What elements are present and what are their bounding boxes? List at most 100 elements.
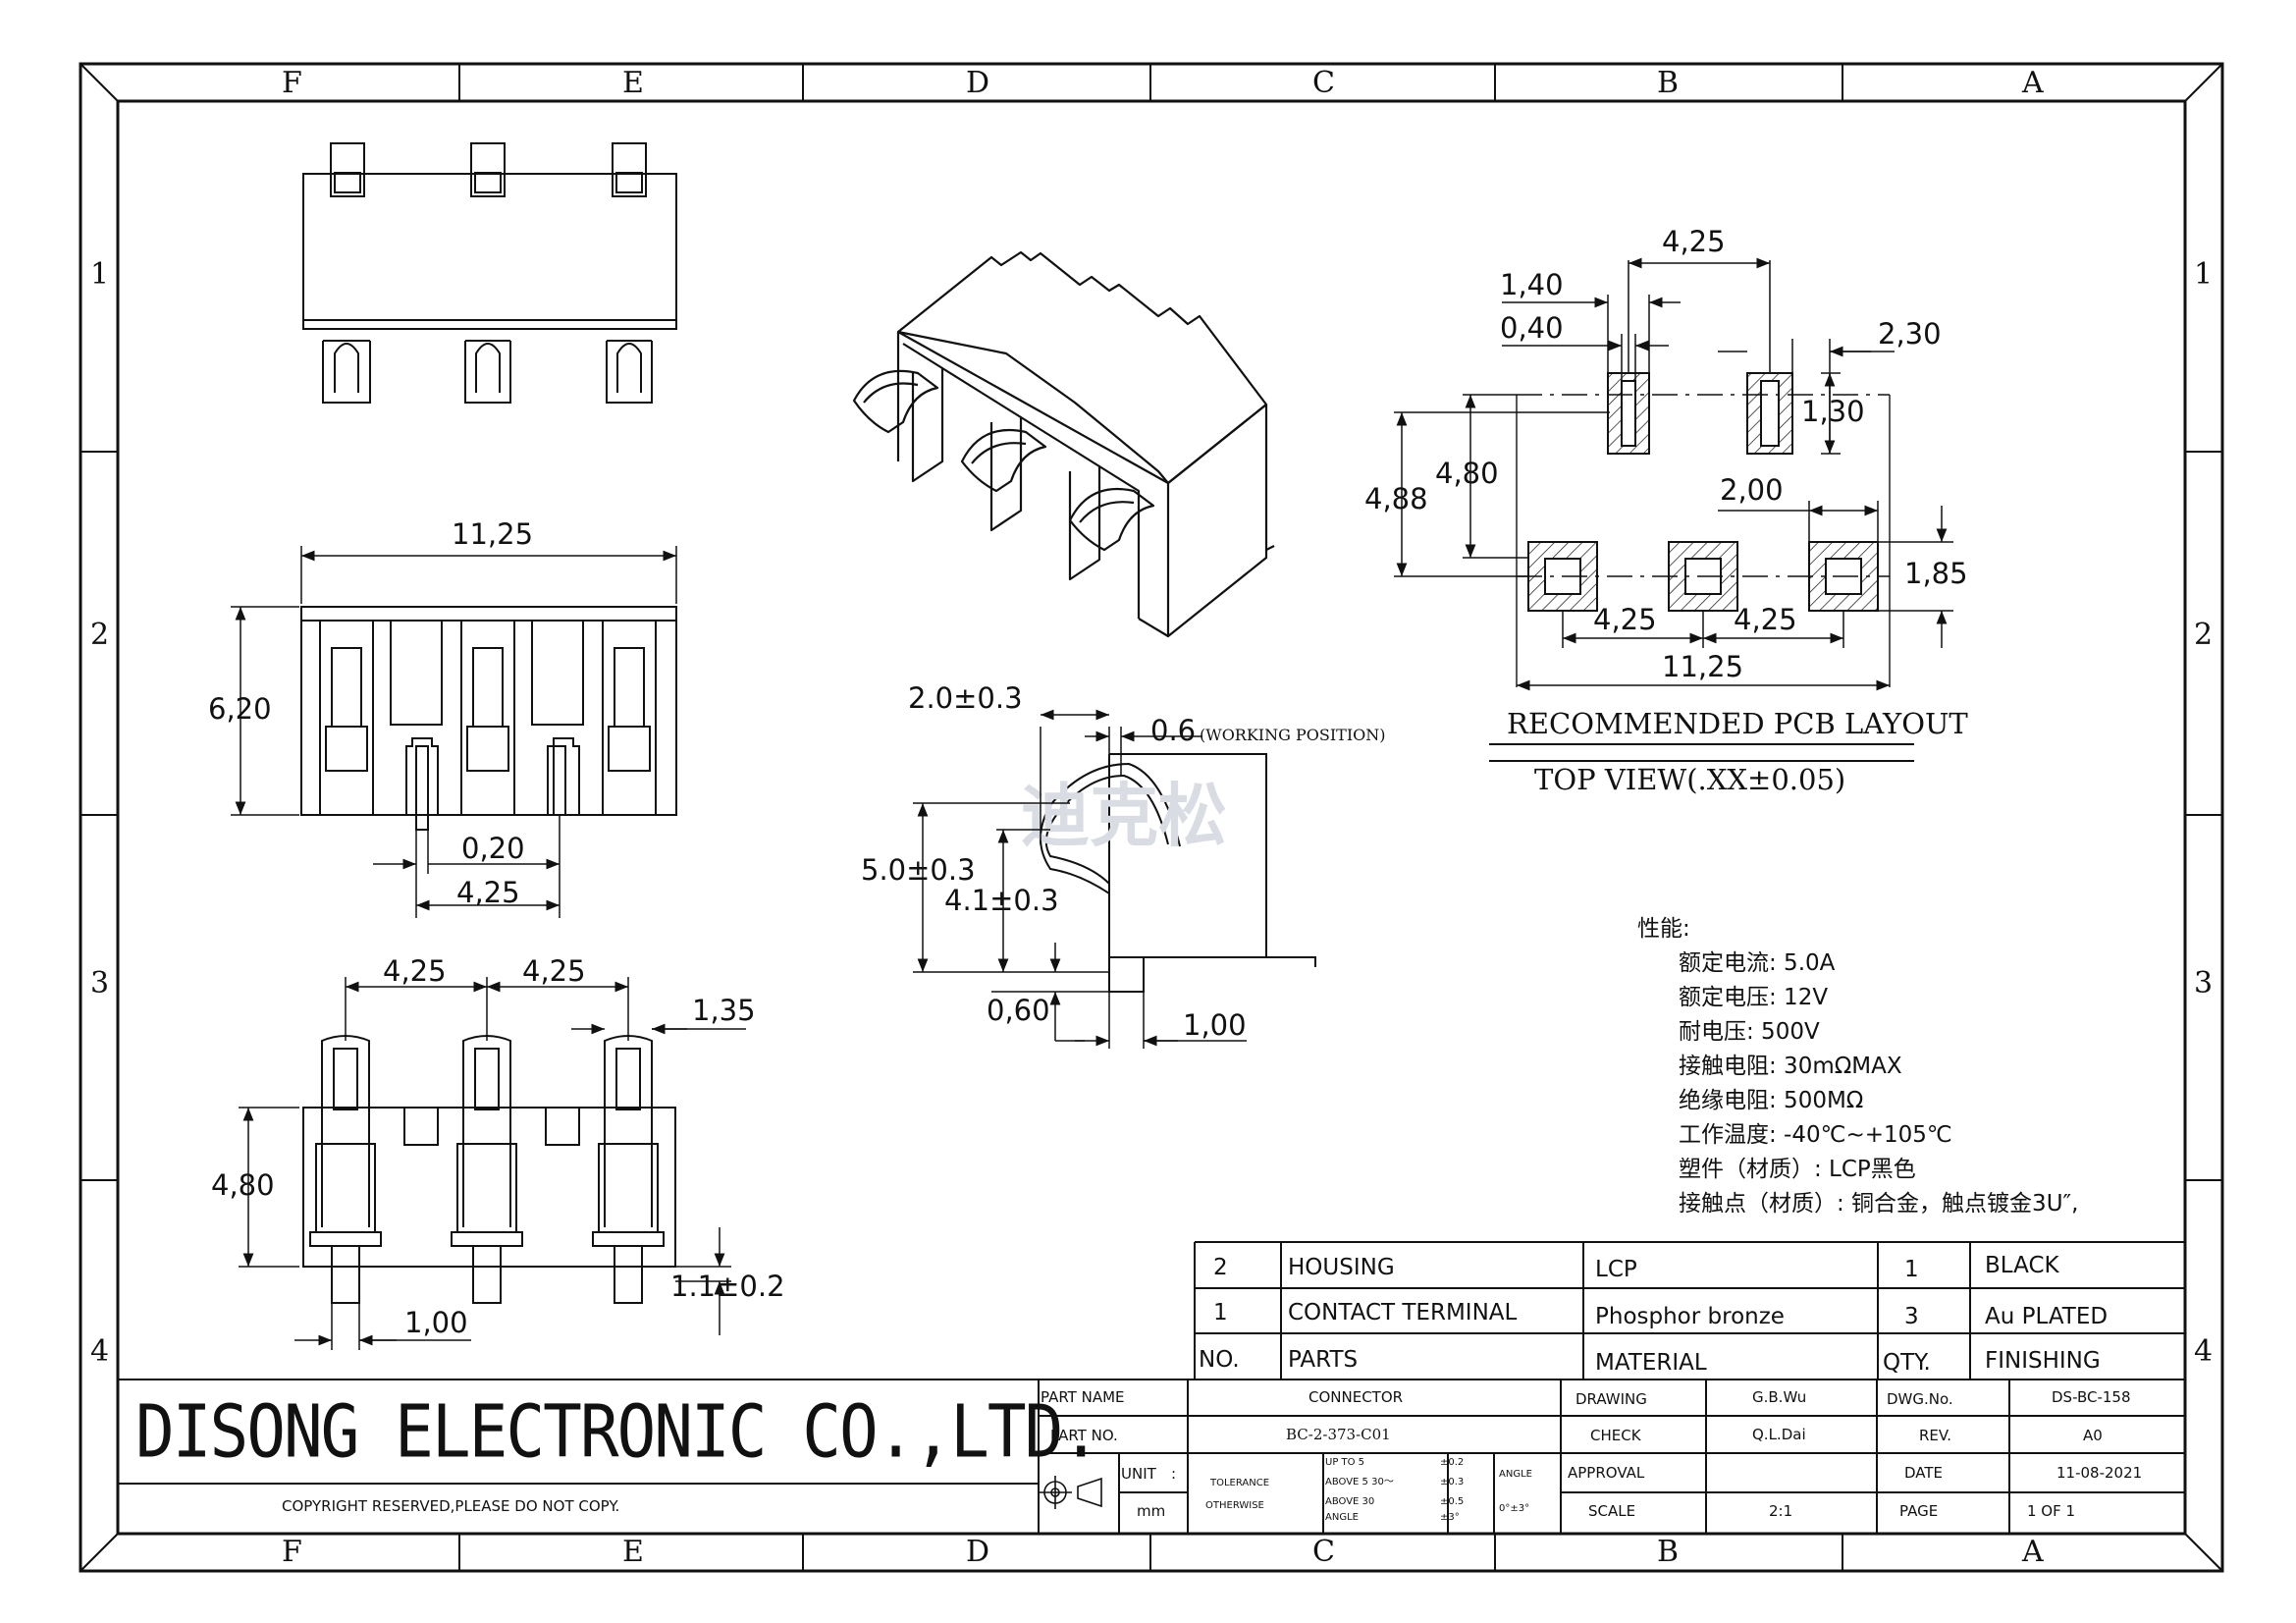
tol-range: ABOVE 30	[1325, 1496, 1375, 1507]
side-view	[1040, 753, 1316, 993]
dim-side-base-1: 0,60	[987, 994, 1050, 1027]
dwg-no-value: DS-BC-158	[2052, 1388, 2131, 1406]
dim-pcb-2-30: 2,30	[1878, 317, 1942, 351]
dim-pcb-4-80: 4,80	[1435, 457, 1499, 490]
tolerance-label: TOLERANCE	[1210, 1478, 1270, 1488]
dim-side-working: 0.6	[1150, 714, 1197, 747]
bom-row-finish: Au PLATED	[1985, 1304, 2109, 1329]
zone-label-bottom: B	[1657, 1535, 1680, 1569]
zone-label-left: 4	[90, 1334, 110, 1369]
dim-pcb-4-88: 4,88	[1364, 482, 1428, 515]
dim-bottom-offset: 1.1±0.2	[670, 1270, 785, 1303]
drawing-label: DRAWING	[1575, 1390, 1647, 1408]
zone-label-bottom: E	[622, 1535, 644, 1569]
rev-label: REV.	[1919, 1427, 1951, 1444]
dim-front-pin-width: 0,20	[461, 832, 525, 865]
spec-line: 绝缘电阻: 500MΩ	[1679, 1088, 1864, 1113]
spec-line: 接触电阻: 30mΩMAX	[1679, 1054, 1902, 1079]
bom-row-no: 2	[1213, 1255, 1228, 1280]
dim-pcb-1-40: 1,40	[1500, 268, 1564, 301]
bom-grid	[1194, 1241, 2185, 1380]
spec-line: 工作温度: -40℃~+105℃	[1679, 1122, 1952, 1148]
unit-label: UNIT	[1121, 1465, 1156, 1483]
date-label: DATE	[1904, 1464, 1944, 1482]
part-no-label: PART NO.	[1050, 1427, 1118, 1444]
spec-line: 额定电压: 12V	[1679, 985, 1829, 1010]
approval-label: APPROVAL	[1568, 1464, 1645, 1482]
zone-label-bottom: D	[966, 1535, 990, 1569]
copyright-notice: COPYRIGHT RESERVED,PLEASE DO NOT COPY.	[282, 1497, 620, 1515]
bom-row-material: LCP	[1595, 1257, 1637, 1282]
drawing-value: G.B.Wu	[1752, 1388, 1807, 1406]
dim-side-base-2: 1,00	[1183, 1008, 1247, 1042]
tol-range: ABOVE 5 30～	[1325, 1477, 1394, 1488]
pcb-caption-lines	[1489, 743, 1914, 762]
zone-label-bottom: A	[2022, 1535, 2044, 1569]
zone-label-right: 2	[2194, 618, 2214, 652]
unit-colon: :	[1171, 1465, 1177, 1483]
dim-front-width: 11,25	[452, 517, 534, 551]
dim-pcb-total: 11,25	[1662, 650, 1744, 683]
dim-pcb-pitch-bottom-2: 4,25	[1734, 603, 1797, 636]
part-name: CONNECTOR	[1308, 1388, 1404, 1406]
tol-value: ±0.3	[1440, 1477, 1465, 1488]
dwg-no-label: DWG.No.	[1887, 1390, 1953, 1408]
zone-label-top: D	[966, 66, 990, 100]
bom-header-parts: PARTS	[1288, 1347, 1359, 1373]
bom-row-qty: 1	[1904, 1257, 1919, 1282]
page-value: 1 OF 1	[2027, 1502, 2076, 1520]
spec-line: 耐电压: 500V	[1679, 1019, 1820, 1045]
pcb-layout-title: RECOMMENDED PCB LAYOUT	[1507, 707, 1968, 740]
spec-line: 额定电流: 5.0A	[1679, 950, 1836, 976]
top-view	[302, 142, 677, 404]
dim-bottom-pitch-1: 4,25	[383, 954, 447, 988]
dim-side-height-2: 4.1±0.3	[944, 884, 1059, 917]
dim-bottom-pitch-2: 4,25	[522, 954, 586, 988]
zone-label-bottom: F	[282, 1535, 302, 1569]
zone-label-right: 1	[2194, 257, 2214, 292]
title-block-grid	[118, 1379, 2185, 1535]
scale-value: 2:1	[1769, 1502, 1793, 1520]
zone-label-bottom: C	[1312, 1535, 1335, 1569]
angle-value: 0°±3°	[1499, 1503, 1530, 1514]
bom-row-part: HOUSING	[1288, 1255, 1395, 1280]
company-name: DISONG ELECTRONIC CO.,LTD.	[135, 1389, 1100, 1475]
dim-bottom-height: 4,80	[211, 1168, 275, 1202]
tol-range: UP TO 5	[1325, 1457, 1365, 1468]
part-no: BC-2-373-C01	[1286, 1426, 1391, 1443]
bom-header-finishing: FINISHING	[1985, 1348, 2101, 1374]
tol-value: ±3°	[1440, 1512, 1460, 1523]
tol-value: ±0.5	[1440, 1496, 1465, 1507]
dim-bottom-pad: 1,35	[692, 994, 756, 1027]
dim-pcb-0-40: 0,40	[1500, 311, 1564, 345]
bom-row-qty: 3	[1904, 1304, 1919, 1329]
zone-label-left: 1	[90, 257, 110, 292]
zone-label-top: F	[282, 66, 302, 100]
dim-side-working-note: (WORKING POSITION)	[1200, 726, 1386, 744]
bom-header-material: MATERIAL	[1595, 1350, 1707, 1376]
date-value: 11-08-2021	[2056, 1464, 2143, 1482]
dim-pcb-pitch-bottom-1: 4,25	[1593, 603, 1657, 636]
spec-line: 接触点（材质）: 铜合金，触点镀金3U″,	[1679, 1191, 2079, 1217]
spec-heading: 性能:	[1637, 916, 1690, 942]
rev-value: A0	[2083, 1427, 2103, 1444]
spec-line: 塑件（材质）: LCP黑色	[1679, 1157, 1916, 1182]
pcb-layout-subtitle: TOP VIEW(.XX±0.05)	[1534, 763, 1846, 796]
tol-range: ANGLE	[1325, 1512, 1359, 1523]
zone-label-top: B	[1657, 66, 1680, 100]
dim-pcb-1-85: 1,85	[1904, 557, 1968, 590]
bom-row-no: 1	[1213, 1300, 1228, 1325]
zone-label-top: A	[2022, 66, 2044, 100]
front-view	[300, 606, 677, 831]
dim-front-height: 6,20	[208, 692, 272, 726]
dim-pcb-1-30: 1,30	[1801, 395, 1865, 428]
dim-front-pitch: 4,25	[456, 876, 520, 909]
zone-label-right: 3	[2194, 966, 2214, 1001]
check-value: Q.L.Dai	[1752, 1426, 1806, 1443]
dimension-lines	[231, 257, 1953, 1350]
zone-label-top: E	[622, 66, 644, 100]
bom-header-no: NO.	[1199, 1347, 1240, 1373]
projection-symbol-icon	[1039, 1476, 1102, 1509]
zone-label-left: 2	[90, 618, 110, 652]
